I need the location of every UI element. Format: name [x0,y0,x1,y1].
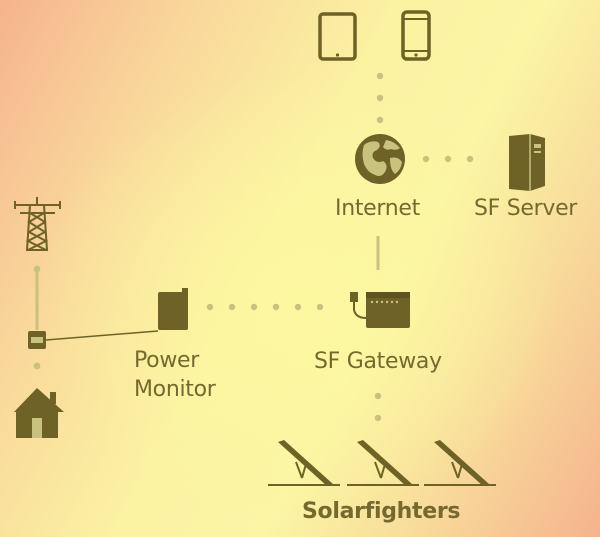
power-pylon-icon [14,197,61,251]
sensor-wire [45,330,159,341]
solar-panel-icon [268,440,496,486]
internet-label: Internet [335,196,420,221]
solarfighters-label: Solarfighters [302,499,461,524]
tablet-icon [318,12,357,61]
connector-dots [33,72,474,422]
server-icon [509,134,545,191]
sf-gateway-label: SF Gateway [314,349,442,374]
power-monitor-label-line1: Power [134,348,200,373]
connector-lines [35,236,380,330]
house-icon [14,388,64,438]
sf-server-label: SF Server [474,196,578,221]
globe-icon [355,134,405,184]
smartphone-icon [401,10,431,61]
power-monitor-icon [158,288,188,330]
gateway-router-icon [350,292,410,328]
power-monitor-label-line2: Monitor [134,377,216,402]
power-meter-icon [28,331,46,349]
